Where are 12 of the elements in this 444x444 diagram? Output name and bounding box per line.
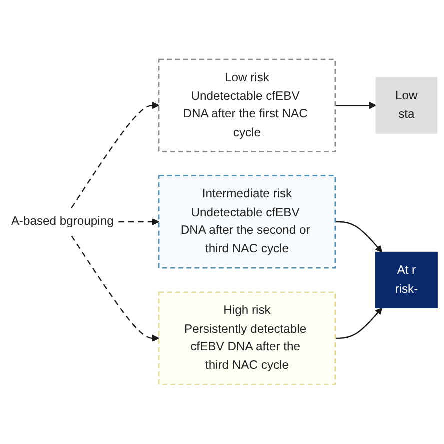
risk-box: Low risk Undetectable cfEBV DNA after the first NAC cycle xyxy=(158,58,336,152)
arrow xyxy=(71,102,160,208)
arrow xyxy=(118,218,160,226)
outcome-box: At r risk- xyxy=(375,252,438,309)
arrow xyxy=(335,102,376,110)
arrow xyxy=(335,221,383,253)
risk-box: Intermediate risk Undetectable cfEBV DNA after the second or third NAC cycle xyxy=(158,175,336,269)
outcome-box: Low sta xyxy=(376,77,438,134)
arrow xyxy=(71,236,160,342)
group-label: A-based bgrouping xyxy=(11,214,114,228)
arrow xyxy=(335,308,383,340)
risk-box: High risk Persistently detectable cfEBV DNA after the third NAC cycle xyxy=(158,292,336,386)
